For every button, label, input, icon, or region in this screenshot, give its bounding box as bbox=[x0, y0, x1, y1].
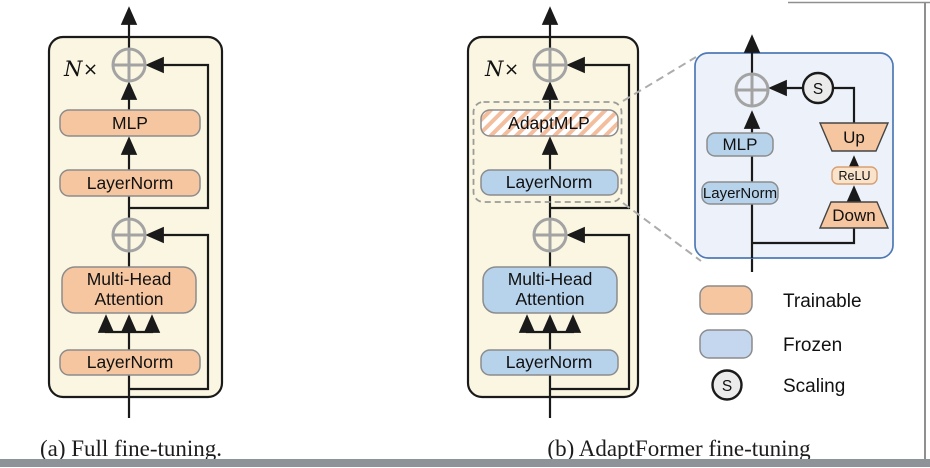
panel-a-layernorm-top-block bbox=[59, 169, 201, 197]
plus-icon bbox=[113, 219, 145, 251]
legend-scaling-icon bbox=[711, 369, 743, 401]
panel-b-repeat-times: × bbox=[504, 59, 519, 80]
panel-a-layernorm-top-label: LayerNorm bbox=[87, 173, 174, 193]
panel-a-attention-block bbox=[61, 266, 197, 314]
panel-b-adapter-dashed-box bbox=[472, 101, 623, 203]
panel-b-layernorm-bottom-block bbox=[480, 349, 619, 376]
legend-trainable-swatch bbox=[699, 285, 753, 315]
panel-a-qkv-left-arrow bbox=[97, 314, 129, 334]
legend-frozen-label: Frozen bbox=[783, 335, 842, 356]
plus-icon bbox=[534, 219, 566, 251]
detail-mlp-block bbox=[706, 132, 774, 157]
panel-b-container bbox=[466, 35, 640, 399]
detail-down-trapezoid bbox=[818, 201, 890, 229]
panel-b-qkv-right-arrow bbox=[550, 314, 582, 334]
detail-mlp-label: MLP bbox=[723, 135, 758, 154]
panel-a-layernorm-bottom-block bbox=[59, 349, 201, 376]
detail-down-label: Down bbox=[832, 206, 875, 225]
scaling-circle-icon bbox=[801, 71, 835, 105]
legend: Trainable Frozen S Scaling bbox=[699, 285, 862, 401]
detail-relu-label: ReLU bbox=[839, 169, 871, 183]
panel-a-add-top bbox=[111, 47, 147, 83]
detail-add bbox=[734, 72, 770, 108]
caption-b: (b) AdaptFormer fine-tuning bbox=[547, 436, 811, 461]
detail-panel: MLP LayerNorm Up ReLU Down S bbox=[694, 34, 894, 272]
legend-trainable-label: Trainable bbox=[783, 291, 862, 312]
panel-a-attention-label-line1: Multi-Head bbox=[87, 269, 172, 289]
detail-layernorm-block bbox=[701, 181, 779, 205]
panel-b-adaptmlp-block bbox=[480, 109, 619, 137]
panel-a-repeat-times: × bbox=[83, 59, 98, 80]
panel-b-layernorm-bottom-label: LayerNorm bbox=[506, 352, 593, 372]
detail-up-trapezoid bbox=[818, 122, 890, 152]
plus-icon bbox=[534, 49, 566, 81]
caption-a: (a) Full fine-tuning. bbox=[40, 436, 222, 461]
panel-b-add-top bbox=[532, 47, 568, 83]
zoom-connector-bottom bbox=[622, 202, 702, 262]
panel-b: AdaptMLP LayerNorm Multi-Head Attention … bbox=[466, 6, 640, 418]
panel-b-add-bottom bbox=[532, 217, 568, 253]
detail-scaling: S bbox=[801, 71, 835, 105]
panel-b-repeat-n: N bbox=[484, 57, 504, 81]
panel-a-container bbox=[47, 35, 224, 399]
panel-a-mlp-block bbox=[59, 109, 201, 137]
panel-a-layernorm-bottom-label: LayerNorm bbox=[87, 352, 174, 372]
panel-b-attention-block bbox=[482, 266, 618, 314]
legend-scale-symbol: S bbox=[722, 378, 732, 395]
page-bottom-bar bbox=[0, 459, 930, 467]
panel-a-qkv-right-arrow bbox=[129, 314, 161, 334]
panel-a-repeat-n: N bbox=[63, 57, 83, 81]
detail-line-up-to-scale bbox=[834, 86, 856, 123]
plus-icon bbox=[113, 49, 145, 81]
panel-a-skip-mlp bbox=[129, 56, 210, 210]
panel-b-attention-label-line1: Multi-Head bbox=[508, 269, 593, 289]
panel-a-mlp-label: MLP bbox=[112, 113, 148, 133]
panel-a-attention-label-line2: Attention bbox=[94, 289, 163, 309]
detail-layernorm-label: LayerNorm bbox=[703, 185, 777, 202]
plus-icon bbox=[736, 74, 768, 106]
panel-b-qkv-left-arrow bbox=[518, 314, 550, 334]
detail-relu-block bbox=[831, 166, 878, 185]
panel-b-skip-mlp bbox=[550, 56, 631, 210]
panel-b-attention-label-line2: Attention bbox=[515, 289, 584, 309]
panel-b-skip-attn bbox=[550, 226, 631, 391]
panel-b-layernorm-top-block bbox=[480, 169, 619, 196]
panel-a-skip-attn bbox=[129, 226, 210, 391]
detail-up-label: Up bbox=[843, 128, 865, 147]
detail-scale-symbol: S bbox=[813, 81, 823, 98]
panel-b-layernorm-top-label: LayerNorm bbox=[506, 172, 593, 192]
detail-branch-line bbox=[752, 228, 856, 245]
zoom-connector-top bbox=[622, 56, 697, 102]
legend-scaling-label: Scaling bbox=[783, 376, 845, 397]
panel-b-adaptmlp-label: AdaptMLP bbox=[508, 113, 590, 133]
panel-a: MLP LayerNorm Multi-Head Attention Layer… bbox=[47, 6, 224, 418]
legend-frozen-swatch bbox=[699, 329, 753, 359]
panel-a-add-bottom bbox=[111, 217, 147, 253]
